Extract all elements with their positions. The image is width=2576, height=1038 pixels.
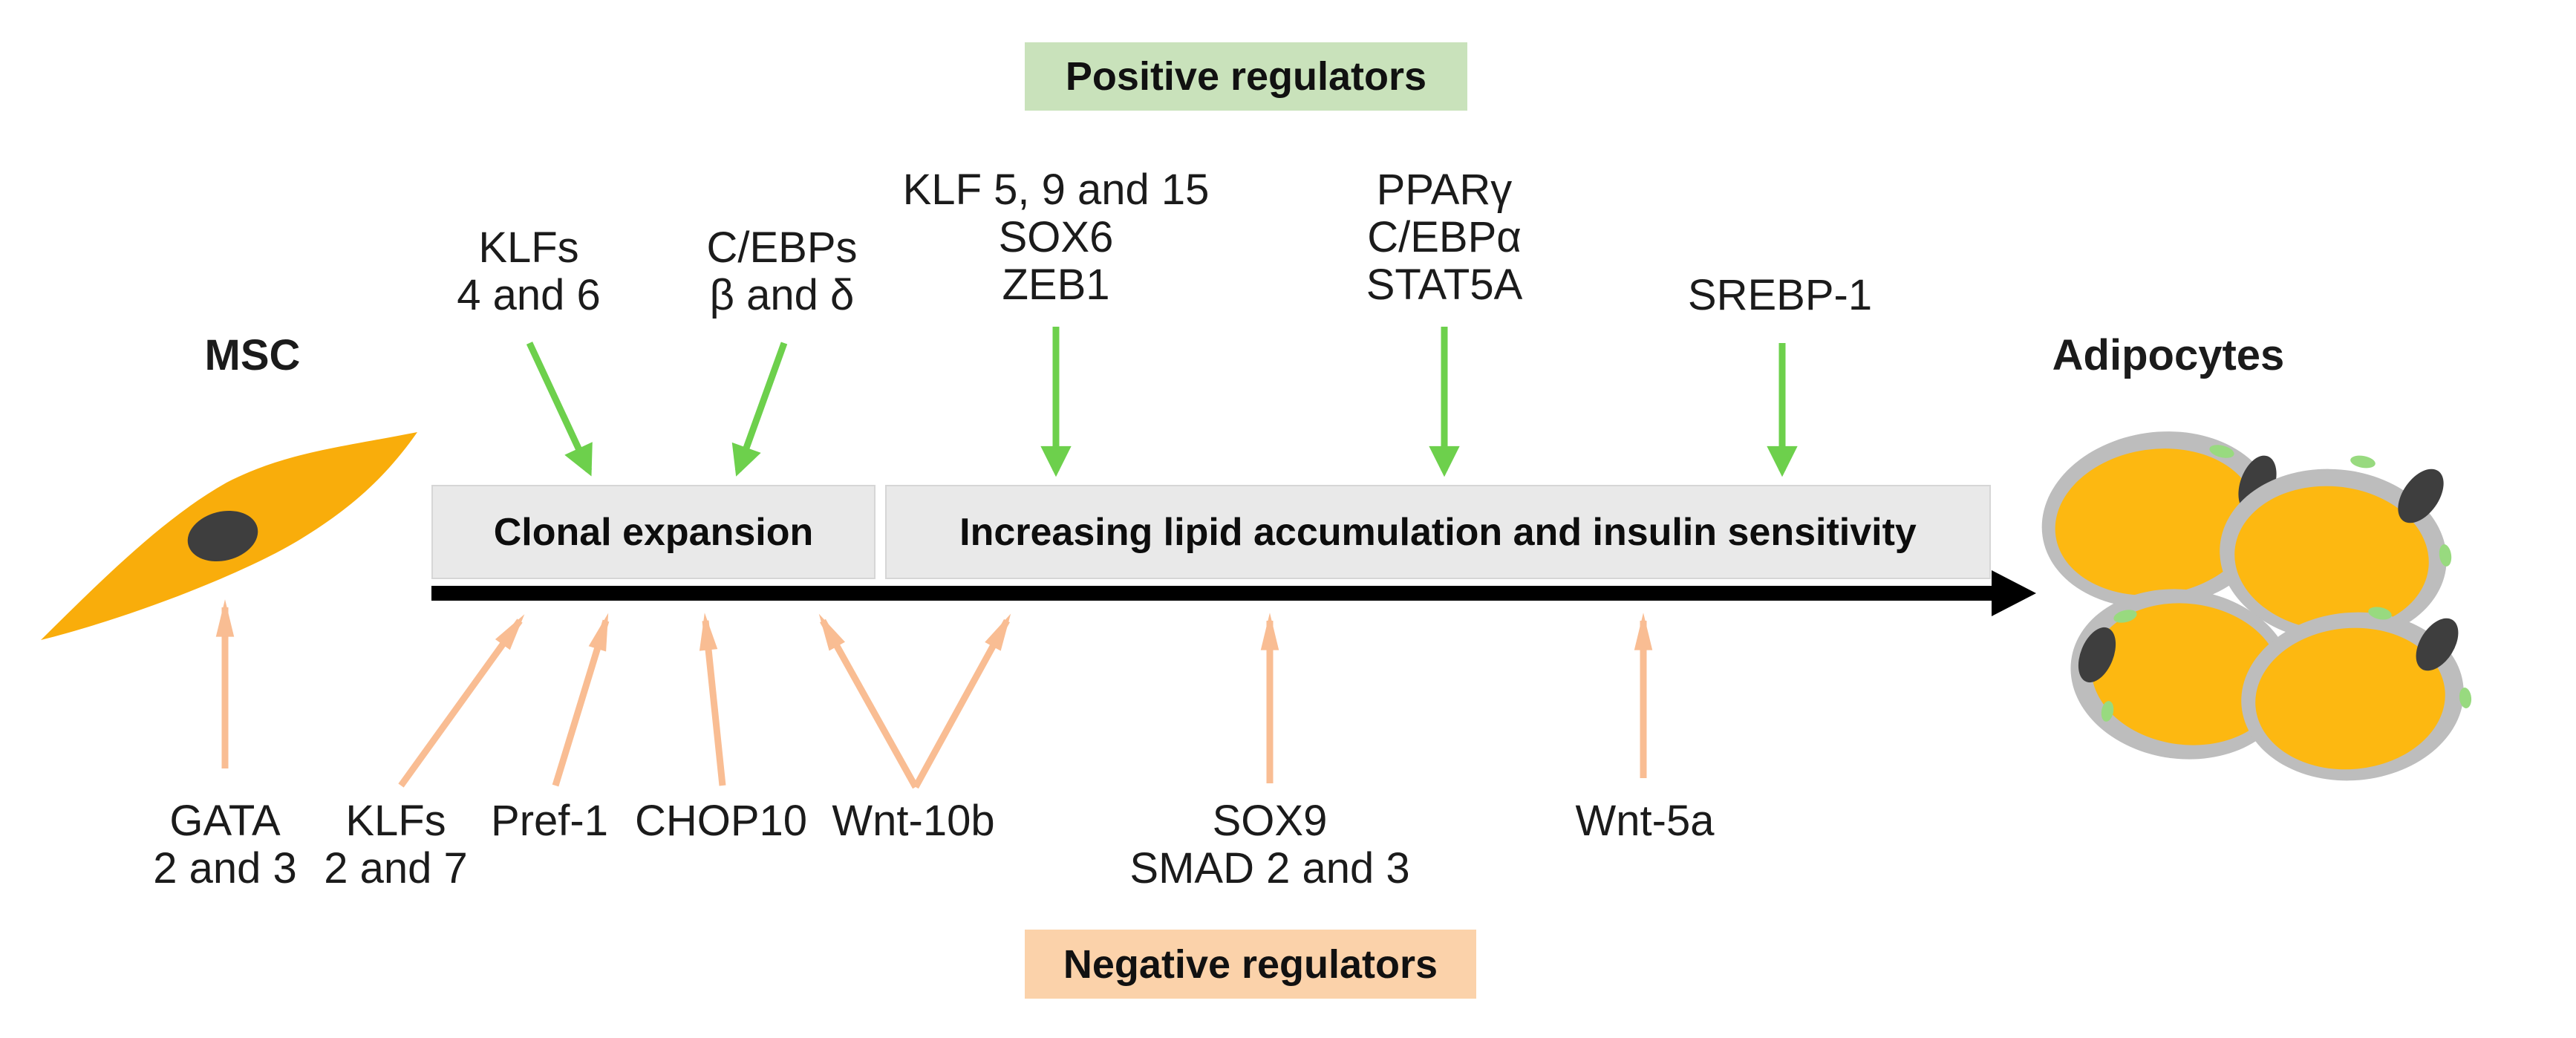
adipocyte-nucleus bbox=[2078, 627, 2116, 683]
adipocyte-cluster bbox=[2041, 431, 2472, 781]
arrow-positive-cebps-beta-delta bbox=[731, 342, 788, 477]
adipocyte-lipid-droplet bbox=[2234, 486, 2429, 631]
label-negative-sox9-smad: SOX9 SMAD 2 and 3 bbox=[1129, 797, 1410, 892]
msc-cell bbox=[41, 432, 417, 640]
adipocyte-cell bbox=[2220, 455, 2452, 642]
arrow-negative-wnt10b-right bbox=[913, 613, 1011, 789]
negative-regulators-banner-label: Negative regulators bbox=[1063, 941, 1438, 987]
positive-regulators-banner: Positive regulators bbox=[1025, 42, 1467, 111]
arrow-negative-chop10 bbox=[699, 613, 726, 786]
arrow-negative-pref1 bbox=[552, 613, 610, 787]
stage-clonal-expansion: Clonal expansion bbox=[431, 485, 875, 579]
adipocyte-cell bbox=[2070, 589, 2293, 760]
label-negative-gata-2-3: GATA 2 and 3 bbox=[153, 797, 297, 892]
adipocyte-nucleus bbox=[2416, 618, 2459, 671]
negative-regulator-arrows bbox=[215, 599, 1653, 789]
adipocyte-lipid-droplet bbox=[2091, 603, 2281, 745]
stage-clonal-expansion-label: Clonal expansion bbox=[493, 510, 814, 554]
label-negative-klfs-2-7: KLFs 2 and 7 bbox=[324, 797, 468, 892]
negative-regulators-banner: Negative regulators bbox=[1025, 930, 1476, 999]
timeline-arrowhead bbox=[1992, 570, 2036, 616]
adipocyte-cell bbox=[2241, 607, 2472, 781]
adipocyte-green-dot bbox=[2101, 701, 2114, 722]
adipocyte-green-dot bbox=[2459, 688, 2472, 708]
arrow-negative-klfs-2-7 bbox=[398, 614, 525, 788]
adipocyte-green-dot bbox=[2113, 610, 2137, 623]
adipocytes-label: Adipocytes bbox=[2052, 331, 2285, 379]
label-negative-chop10: CHOP10 bbox=[634, 797, 808, 845]
stage-lipid-accumulation: Increasing lipid accumulation and insuli… bbox=[885, 485, 1991, 579]
msc-label: MSC bbox=[204, 331, 301, 379]
arrow-negative-wnt10b-left bbox=[818, 613, 919, 789]
label-negative-pref1: Pref-1 bbox=[491, 797, 608, 845]
label-positive-klf5-9-15-sox6-zeb1: KLF 5, 9 and 15 SOX6 ZEB1 bbox=[902, 166, 1210, 309]
positive-regulators-banner-label: Positive regulators bbox=[1065, 54, 1427, 99]
positive-regulator-arrows bbox=[526, 327, 1798, 477]
adipocyte-green-dot bbox=[2350, 455, 2376, 469]
label-negative-wnt10b: Wnt-10b bbox=[832, 797, 995, 845]
label-positive-pparg-cebpa-stat5a: PPARγ C/EBPα STAT5A bbox=[1366, 166, 1523, 309]
timeline-arrow bbox=[431, 570, 2036, 616]
label-positive-cebps-beta-delta: C/EBPs β and δ bbox=[706, 223, 858, 319]
stage-lipid-accumulation-label: Increasing lipid accumulation and insuli… bbox=[959, 510, 1917, 554]
adipocyte-cell bbox=[2041, 431, 2277, 608]
adipocyte-nucleus bbox=[2398, 469, 2444, 523]
adipocyte-lipid-droplet bbox=[2255, 627, 2445, 770]
label-positive-klfs-4-6: KLFs 4 and 6 bbox=[457, 223, 601, 319]
label-negative-wnt5a: Wnt-5a bbox=[1575, 797, 1715, 845]
adipocyte-lipid-droplet bbox=[2055, 448, 2257, 595]
msc-nucleus bbox=[187, 510, 258, 562]
arrow-positive-klfs-4-6 bbox=[526, 342, 593, 477]
adipocyte-green-dot bbox=[2439, 544, 2452, 567]
label-positive-srebp1: SREBP-1 bbox=[1687, 271, 1873, 319]
adipocyte-green-dot bbox=[2209, 445, 2234, 458]
adipocyte-green-dot bbox=[2368, 607, 2392, 620]
